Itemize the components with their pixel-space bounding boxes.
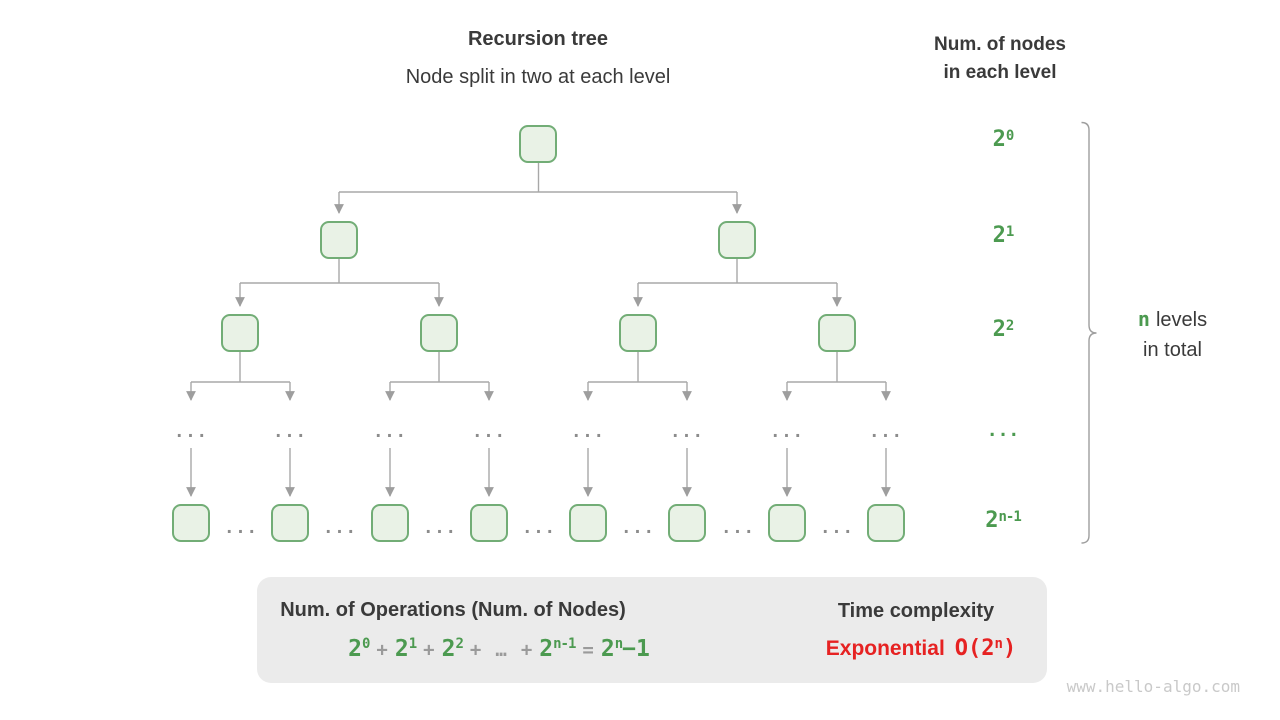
level-label-sup: n-1 [998, 509, 1021, 525]
tree-node-root [519, 125, 557, 163]
tree-node-leaf-1 [271, 504, 309, 542]
level-label-base: 2 [992, 223, 1006, 248]
tree-node-leaf-5 [668, 504, 706, 542]
level-label-sup: 1 [1005, 224, 1015, 240]
complexity-value: Exponential O(2n) [796, 636, 1046, 661]
term: 2 [394, 636, 409, 662]
tree-ellipsis: ... [571, 422, 605, 442]
level-label-base: 2 [992, 127, 1006, 152]
tree-ellipsis: ... [670, 422, 704, 442]
connector-dots-to-leaves [186, 448, 891, 497]
tree-ellipsis: ... [273, 422, 307, 442]
tree-node-leaf-2 [371, 504, 409, 542]
connector-level1-to-level2 [235, 259, 842, 307]
big-o-sup: n [994, 636, 1003, 652]
level-label-2: 22 [948, 317, 1058, 342]
tree-node-leaf-4 [569, 504, 607, 542]
right-header-line2: in each level [943, 62, 1057, 83]
time-complexity-title: Time complexity [837, 600, 995, 622]
tree-node-leaf-3 [470, 504, 508, 542]
level-label-3: ... [948, 418, 1058, 441]
big-o-suffix: ) [1002, 636, 1017, 661]
diagram-title: Recursion tree [467, 28, 609, 50]
operations-title: Num. of Operations (Num. of Nodes) [280, 599, 626, 621]
complexity-word: Exponential [825, 637, 945, 660]
level-label-base: 2 [985, 508, 999, 533]
tree-node-leaf-7 [867, 504, 905, 542]
tree-ellipsis: ... [869, 422, 903, 442]
term-sup: 2 [455, 636, 464, 652]
tree-ellipsis: ... [373, 422, 407, 442]
tree-node-l2-1 [420, 314, 458, 352]
term-tail: −1 [622, 636, 650, 662]
tree-ellipsis: ... [472, 422, 506, 442]
watermark: www.hello-algo.com [1066, 677, 1240, 696]
term: 2 [600, 636, 615, 662]
plus-op: + [376, 639, 388, 661]
right-header-line1: Num. of nodes [934, 34, 1066, 55]
operations-formula: 20+21+22+…+2n-1=2n−1 [295, 636, 703, 662]
tree-ellipsis: ... [770, 422, 804, 442]
summary-box [257, 577, 1047, 683]
plus-op: + [423, 639, 435, 661]
leaf-gap-ellipsis: ... [423, 518, 457, 538]
connector-root-to-level1 [334, 163, 742, 214]
level-label-1: 21 [948, 223, 1058, 248]
leaf-gap-ellipsis: ... [224, 518, 258, 538]
tree-node-l1-1 [718, 221, 756, 259]
n-symbol: n [1137, 307, 1150, 331]
tree-node-l2-3 [818, 314, 856, 352]
tree-node-l2-0 [221, 314, 259, 352]
tree-node-leaf-0 [172, 504, 210, 542]
diagram-subtitle: Node split in two at each level [405, 66, 671, 88]
leaf-gap-ellipsis: ... [323, 518, 357, 538]
levels-text: levels [1155, 309, 1208, 331]
term: 2 [539, 636, 554, 662]
formula-ellipsis: … [495, 639, 507, 661]
plus-op: + [469, 639, 482, 661]
connector-level2-to-dots [186, 352, 891, 401]
term-sup: 0 [361, 636, 371, 652]
tree-node-leaf-6 [768, 504, 806, 542]
level-label-base: ... [986, 420, 1020, 441]
term: 2 [348, 636, 362, 662]
plus-op: + [520, 639, 533, 661]
term-sup: 1 [408, 636, 418, 652]
tree-node-l1-0 [320, 221, 358, 259]
tree-node-l2-2 [619, 314, 657, 352]
levels-total-line2: in total [1143, 339, 1202, 361]
leaf-gap-ellipsis: ... [621, 518, 655, 538]
term-sup: n [614, 636, 624, 652]
big-o-prefix: O(2 [954, 636, 995, 661]
level-label-4: 2n-1 [948, 508, 1058, 533]
levels-brace [1081, 121, 1097, 544]
term: 2 [441, 636, 456, 662]
big-o-notation: O(2n) [955, 636, 1016, 661]
leaf-gap-ellipsis: ... [721, 518, 755, 538]
level-label-sup: 2 [1005, 318, 1015, 334]
leaf-gap-ellipsis: ... [820, 518, 854, 538]
right-column-header: Num. of nodes in each level [890, 31, 1110, 87]
level-label-sup: 0 [1005, 128, 1015, 144]
tree-ellipsis: ... [174, 422, 208, 442]
level-label-base: 2 [992, 317, 1006, 342]
term-sup: n-1 [553, 636, 576, 652]
equals-op: = [582, 639, 594, 661]
leaf-gap-ellipsis: ... [522, 518, 556, 538]
level-label-0: 20 [948, 127, 1058, 152]
